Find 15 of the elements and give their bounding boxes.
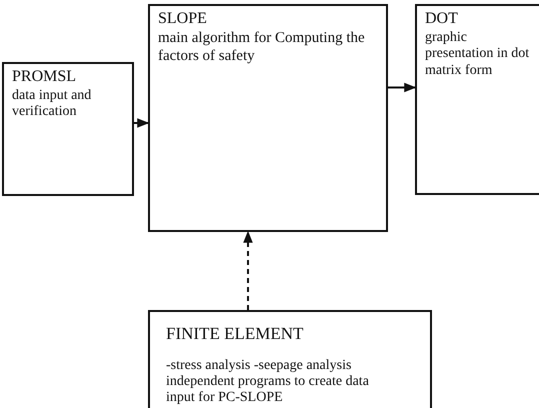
process-box — [415, 4, 539, 195]
arrow — [388, 82, 416, 92]
box-title: FINITE ELEMENT — [166, 324, 304, 344]
arrow — [134, 118, 150, 128]
box-title: DOT — [425, 10, 459, 28]
box-description: main algorithm for Computing the factors of safety — [158, 30, 366, 65]
process-box — [148, 4, 388, 232]
box-description: data input and verification — [12, 88, 92, 121]
box-description: -stress analysis -seepage analysis independent programs to create data input for PC-SLOPE — [166, 358, 370, 406]
process-box — [148, 310, 432, 408]
box-title: SLOPE — [158, 10, 208, 28]
arrow — [243, 230, 253, 310]
box-title: PROMSL — [12, 68, 78, 86]
box-description: graphic presentation in dot matrix form — [425, 30, 530, 79]
process-box — [2, 62, 134, 196]
